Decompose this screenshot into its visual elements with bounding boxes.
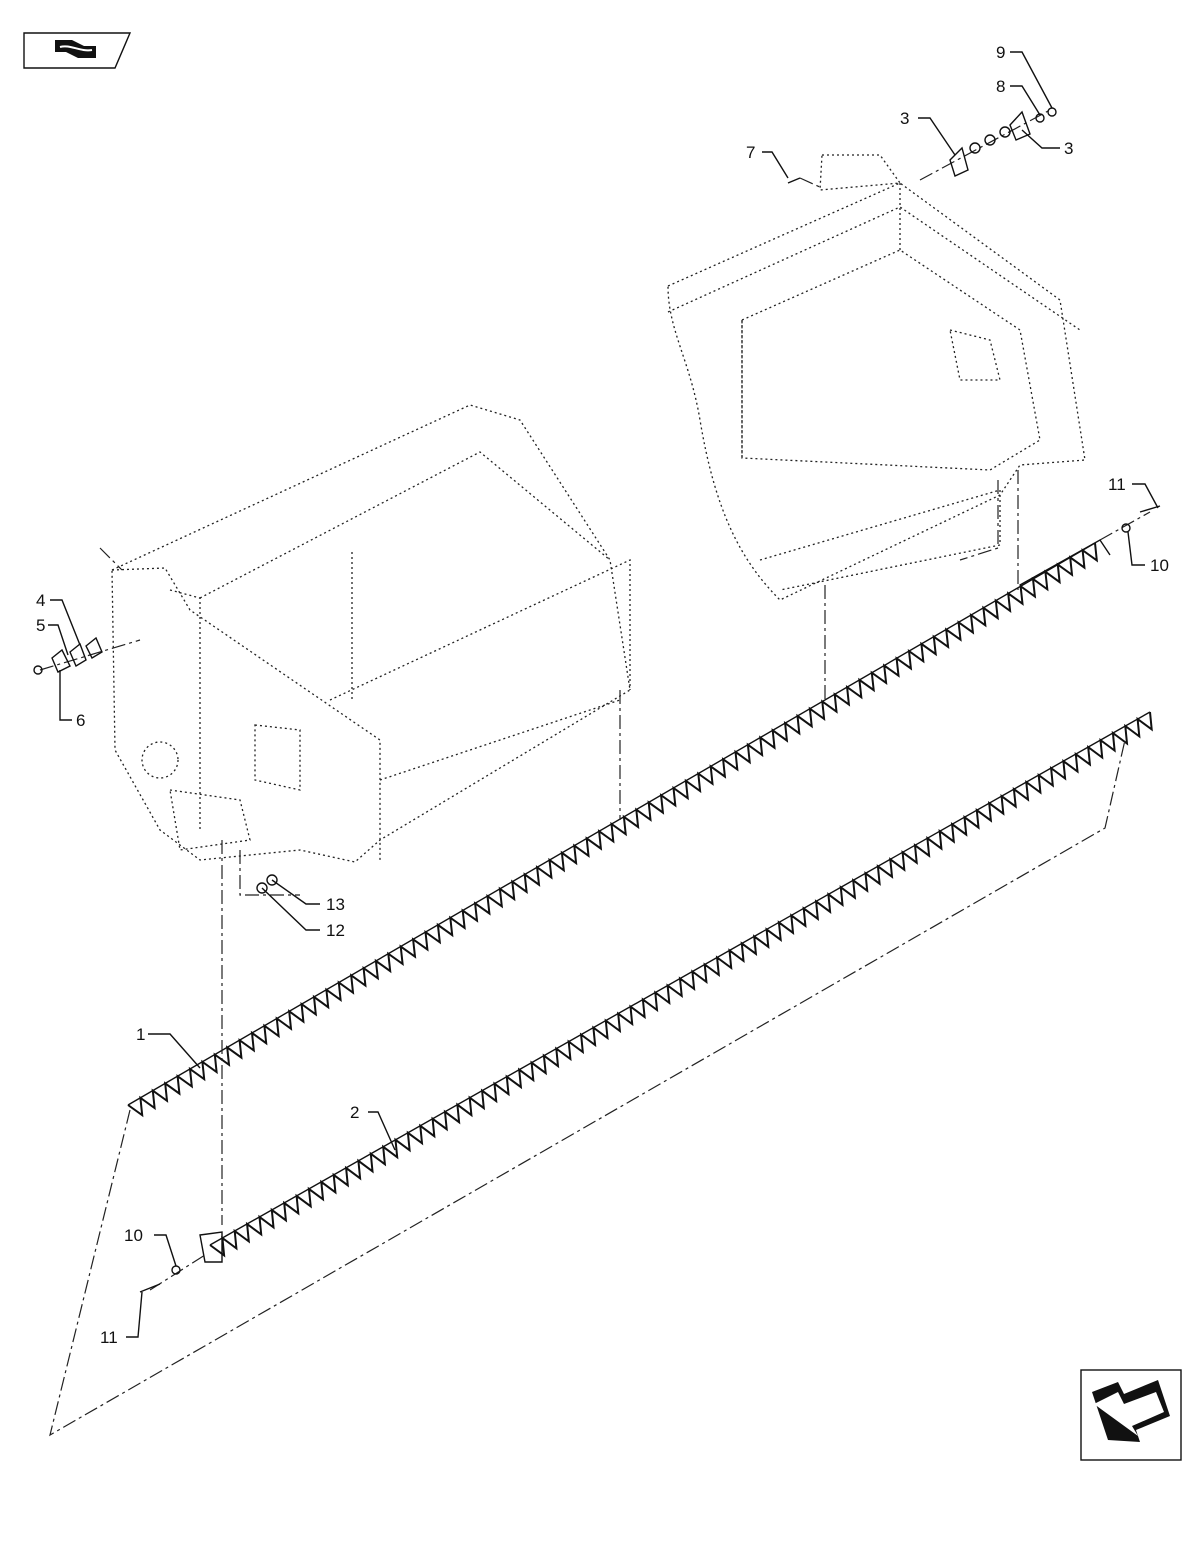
callout-6: 6 — [76, 711, 85, 730]
callout-12: 12 — [326, 921, 345, 940]
callout-11-bottom: 11 — [100, 1328, 118, 1347]
alignment-lines — [39, 109, 1151, 1437]
drawing-reference-icon[interactable] — [23, 32, 132, 69]
hardware-parts — [33, 107, 1161, 1293]
callout-10-right: 10 — [1150, 556, 1169, 575]
leader-lines — [48, 51, 1159, 1338]
left-housing — [111, 404, 631, 863]
callout-1: 1 — [136, 1025, 145, 1044]
callout-5: 5 — [36, 616, 45, 635]
callout-11-right: 11 — [1108, 475, 1126, 494]
callout-9: 9 — [996, 43, 1005, 62]
callout-labels: 1 2 3 3 4 5 6 7 8 9 10 10 11 11 12 13 — [36, 43, 1169, 1347]
knife-section-2 — [199, 711, 1153, 1263]
callout-2: 2 — [350, 1103, 359, 1122]
right-housing — [667, 154, 1086, 601]
next-page-arrow-icon[interactable] — [1080, 1369, 1182, 1461]
callout-13: 13 — [326, 895, 345, 914]
callout-8: 8 — [996, 77, 1005, 96]
callout-7: 7 — [746, 143, 755, 162]
callout-3-left: 3 — [900, 109, 909, 128]
callout-10-bottom: 10 — [124, 1226, 143, 1245]
callout-4: 4 — [36, 591, 45, 610]
callout-3-right: 3 — [1064, 139, 1073, 158]
